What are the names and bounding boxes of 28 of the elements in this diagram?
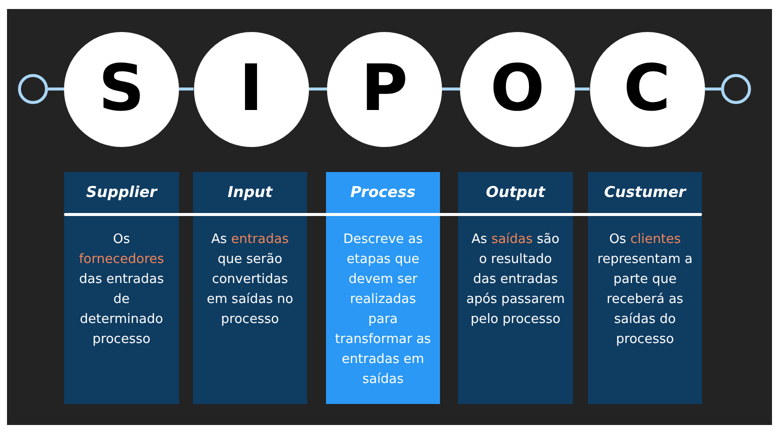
- column-card: [64, 172, 179, 404]
- column-description: As entradas que serão convertidas em saídas no processo: [206, 231, 294, 329]
- end-ring: [721, 74, 751, 104]
- column-description: Os fornecedores das entradas de determinado processo: [78, 231, 166, 349]
- end-ring: [18, 74, 48, 104]
- connector-line: [704, 88, 721, 90]
- sipoc-letter: O: [490, 57, 545, 121]
- column-heading: Input: [226, 182, 274, 203]
- column-card: [326, 172, 440, 404]
- column-card: [588, 172, 702, 404]
- column-card: [458, 172, 573, 404]
- column-description: As saídas são o resultado das entradas após passarem pelo processo: [466, 231, 565, 329]
- connector-line: [442, 88, 460, 90]
- column-description: Os clientes representam a parte que receberá as saídas do processo: [596, 231, 694, 349]
- sipoc-letter: I: [239, 57, 263, 121]
- column-description: Descreve as etapas que devem ser realizadas para transformar as entradas em saídas: [334, 231, 432, 389]
- sipoc-letter: S: [98, 57, 145, 121]
- column-heading: Supplier: [85, 182, 159, 203]
- connector-line: [308, 88, 327, 90]
- column-heading: Output: [484, 182, 546, 203]
- connector-line: [575, 88, 590, 90]
- sipoc-letter: P: [361, 57, 408, 121]
- connector-line: [179, 88, 194, 90]
- connector-line: [48, 88, 64, 90]
- column-card: [193, 172, 307, 404]
- sipoc-letter: C: [624, 57, 670, 121]
- column-heading: Custumer: [603, 182, 688, 203]
- column-heading: Process: [349, 182, 417, 203]
